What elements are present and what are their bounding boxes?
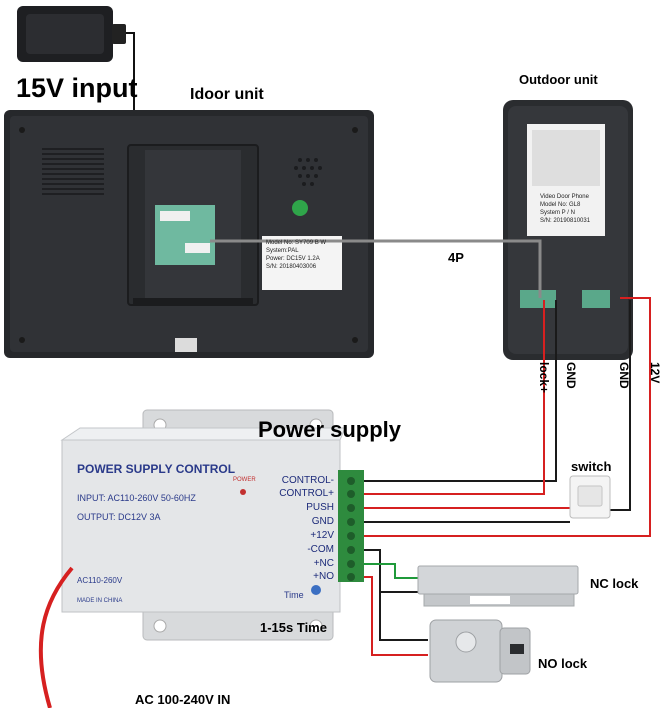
input-15v-label: 15V input bbox=[16, 73, 138, 103]
terminal-label-control-minus: CONTROL- bbox=[281, 475, 334, 486]
psu-time-label: Time bbox=[284, 590, 304, 600]
power-supply-unit bbox=[60, 409, 364, 641]
gnd-label-2: GND bbox=[617, 362, 631, 389]
ac-input-label: AC 100-240V IN bbox=[135, 692, 231, 707]
psu-power-led-label: POWER bbox=[233, 477, 256, 483]
psu-input-spec: INPUT: AC110-260V 50-60HZ bbox=[77, 493, 196, 503]
psu-title: POWER SUPPLY CONTROL bbox=[77, 462, 236, 476]
cable-4p-label: 4P bbox=[448, 250, 464, 265]
terminal-label-12v: +12V bbox=[310, 530, 334, 541]
lock-plus-label: lock+ bbox=[537, 362, 551, 394]
terminal-label-nc: +NC bbox=[313, 558, 334, 569]
outdoor-sticker-line-2: Model No: GL8 bbox=[540, 202, 581, 208]
terminal-label-gnd: GND bbox=[311, 516, 334, 527]
psu-made-in: MADE IN CHINA bbox=[77, 598, 123, 604]
nc-lock-label: NC lock bbox=[590, 576, 639, 591]
power-adapter bbox=[17, 6, 140, 169]
exit-switch bbox=[569, 475, 611, 519]
nc-magnetic-lock bbox=[417, 565, 579, 607]
terminal-label-com: -COM bbox=[307, 544, 334, 555]
indoor-sticker-line-2: System:PAL bbox=[266, 248, 299, 254]
outdoor-sticker-line-3: System P / N bbox=[540, 210, 575, 216]
outdoor-unit bbox=[503, 100, 633, 360]
psu-output-spec: OUTPUT: DC12V 3A bbox=[77, 512, 161, 522]
indoor-sticker-line-4: S/N: 20180403006 bbox=[266, 264, 317, 270]
indoor-sticker-line-3: Power: DC15V 1.2A bbox=[266, 256, 320, 262]
terminal-label-no: +NO bbox=[313, 571, 334, 582]
no-lock-label: NO lock bbox=[538, 656, 588, 671]
psu-ac-range: AC110-260V bbox=[77, 576, 123, 585]
outdoor-sticker-line-1: Video Door Phone bbox=[540, 194, 589, 200]
gnd-label-1: GND bbox=[564, 362, 578, 389]
time-range-label: 1-15s Time bbox=[260, 620, 327, 635]
power-supply-label: Power supply bbox=[258, 417, 402, 442]
switch-label: switch bbox=[571, 459, 612, 474]
indoor-unit-label: Idoor unit bbox=[190, 86, 264, 103]
outdoor-sticker-line-4: S/N: 20190810031 bbox=[540, 218, 591, 224]
terminal-label-control-plus: CONTROL+ bbox=[279, 488, 334, 499]
indoor-sticker-line-1: Model No: SY709 B W bbox=[266, 240, 327, 246]
no-electric-lock bbox=[429, 619, 531, 683]
indoor-unit bbox=[4, 110, 374, 358]
twelve-v-label: 12V bbox=[648, 362, 662, 384]
terminal-label-push: PUSH bbox=[306, 502, 334, 513]
outdoor-unit-label: Outdoor unit bbox=[519, 72, 598, 87]
